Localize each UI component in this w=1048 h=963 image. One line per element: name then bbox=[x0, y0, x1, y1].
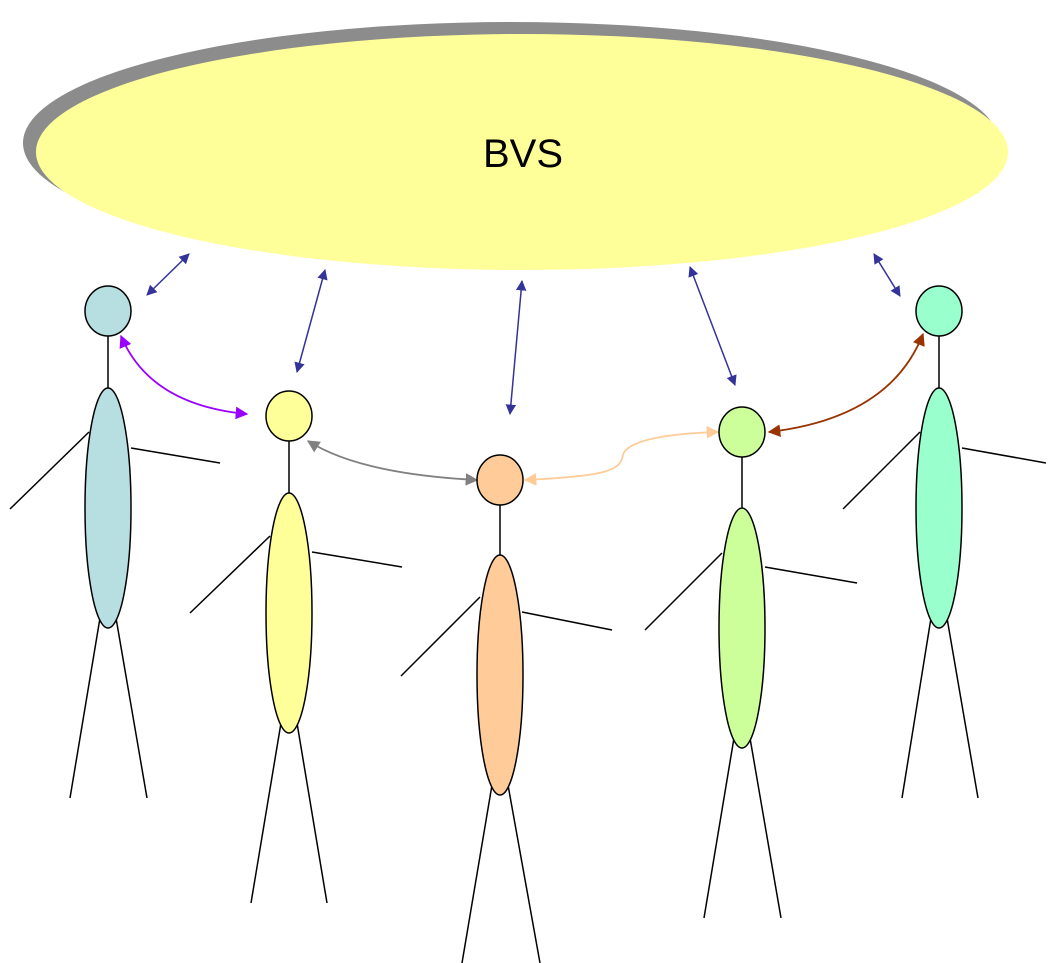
person-5-left-leg bbox=[901, 617, 932, 799]
person-3-head bbox=[476, 454, 524, 506]
person-5 bbox=[842, 285, 1047, 799]
link-person-4-bvs bbox=[688, 266, 737, 386]
central-node-label: BVS bbox=[483, 132, 563, 176]
central-connections bbox=[146, 253, 901, 416]
person-5-right-leg bbox=[946, 617, 979, 799]
person-1-left-leg bbox=[69, 617, 101, 799]
person-2-body bbox=[265, 492, 313, 734]
person-1-right-leg bbox=[115, 617, 148, 799]
person-1-body bbox=[84, 387, 132, 629]
peer-connections bbox=[119, 332, 925, 486]
person-4-right-leg bbox=[749, 737, 782, 919]
link-person-2-bvs bbox=[294, 268, 328, 374]
link-person-3-bvs bbox=[505, 279, 527, 416]
person-3-body bbox=[476, 554, 524, 796]
link-person-2-person-3 bbox=[306, 440, 479, 486]
person-5-right-arm bbox=[961, 447, 1047, 464]
person-4-body bbox=[718, 507, 766, 749]
person-4 bbox=[644, 406, 858, 919]
link-person-4-person-5 bbox=[767, 332, 925, 437]
person-2-right-arm bbox=[311, 551, 403, 568]
person-5-left-arm bbox=[842, 431, 921, 510]
person-1-left-arm bbox=[9, 431, 90, 510]
person-4-left-arm bbox=[644, 552, 723, 631]
person-3-right-leg bbox=[507, 784, 541, 963]
person-1 bbox=[9, 285, 221, 799]
link-person-3-person-4 bbox=[523, 426, 720, 486]
link-person-1-person-2 bbox=[119, 334, 249, 420]
link-person-5-bvs bbox=[873, 253, 901, 297]
person-2 bbox=[189, 390, 403, 904]
person-4-head bbox=[718, 406, 766, 458]
person-3-right-arm bbox=[521, 611, 613, 631]
person-3-left-arm bbox=[400, 596, 481, 677]
person-2-left-arm bbox=[189, 535, 271, 614]
central-node-ellipse bbox=[36, 34, 1008, 270]
person-3 bbox=[400, 454, 613, 963]
person-2-head bbox=[265, 390, 313, 442]
person-4-left-leg bbox=[703, 737, 735, 919]
person-2-right-leg bbox=[296, 722, 328, 904]
person-3-left-leg bbox=[461, 784, 493, 963]
person-2-left-leg bbox=[250, 722, 282, 904]
person-4-right-arm bbox=[764, 566, 858, 584]
person-1-head bbox=[84, 285, 132, 337]
person-5-head bbox=[915, 285, 963, 337]
person-5-body bbox=[915, 387, 963, 629]
central-node: BVS bbox=[23, 22, 1008, 270]
link-person-1-bvs bbox=[146, 253, 190, 296]
person-1-right-arm bbox=[130, 447, 221, 464]
